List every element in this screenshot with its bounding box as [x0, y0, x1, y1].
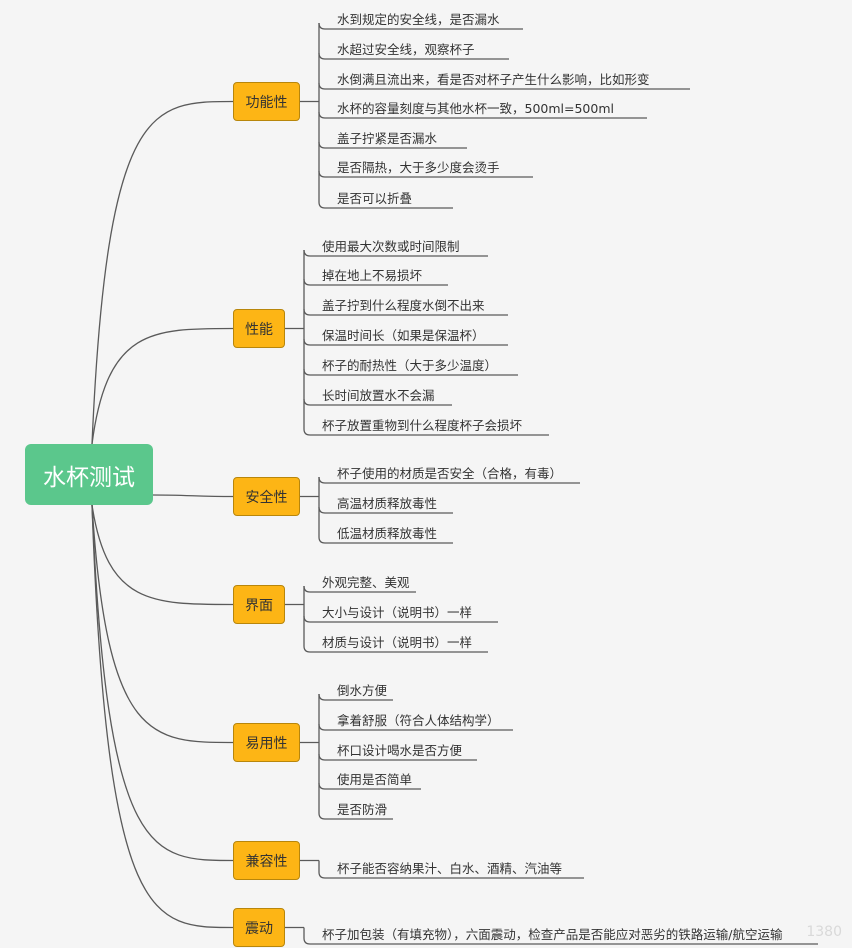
leaf-underline: [318, 170, 533, 178]
leaf-item[interactable]: 大小与设计（说明书）一样: [322, 605, 473, 620]
branch-node[interactable]: 界面: [233, 585, 285, 624]
leaf-item[interactable]: 是否隔热，大于多少度会烫手: [337, 160, 500, 175]
leaf-underline: [318, 753, 477, 761]
branch-node[interactable]: 安全性: [233, 477, 300, 516]
leaf-underline: [318, 506, 453, 514]
leaf-underline: [318, 723, 513, 731]
leaf-item[interactable]: 高温材质释放毒性: [337, 496, 438, 511]
branch-node[interactable]: 性能: [233, 309, 285, 348]
branch-node[interactable]: 功能性: [233, 82, 300, 121]
leaf-item[interactable]: 水到规定的安全线，是否漏水: [337, 12, 500, 27]
leaf-item[interactable]: 水超过安全线，观察杯子: [337, 42, 475, 57]
leaf-item[interactable]: 长时间放置水不会漏: [322, 388, 435, 403]
branch-node[interactable]: 易用性: [233, 723, 300, 762]
leaf-item[interactable]: 盖子拧到什么程度水倒不出来: [322, 298, 485, 313]
leaf-underline: [303, 615, 498, 623]
leaf-item[interactable]: 水倒满且流出来，看是否对杯子产生什么影响，比如形变: [337, 72, 650, 87]
leaf-item[interactable]: 保温时间长（如果是保温杯）: [322, 328, 485, 343]
leaf-underline: [318, 536, 453, 544]
root-branch-connector: [152, 494, 234, 498]
root-node[interactable]: 水杯测试: [25, 444, 153, 505]
leaf-item[interactable]: 水杯的容量刻度与其他水杯一致，500ml=500ml: [337, 101, 614, 116]
leaf-item[interactable]: 是否防滑: [337, 802, 388, 817]
leaf-underline: [303, 398, 452, 406]
leaf-underline: [303, 428, 549, 436]
leaf-item[interactable]: 杯子加包装（有填充物），六面震动，检查产品是否能应对恶劣的铁路运输/航空运输: [322, 927, 783, 942]
leaf-underline: [318, 82, 690, 90]
leaf-item[interactable]: 是否可以折叠: [337, 191, 413, 206]
leaf-underline: [303, 308, 508, 316]
root-branch-connector: [91, 100, 234, 445]
leaf-underline: [303, 338, 508, 346]
root-branch-connector: [91, 327, 234, 445]
leaf-underline: [318, 693, 393, 701]
leaf-item[interactable]: 外观完整、美观: [322, 575, 410, 590]
leaf-underline: [318, 22, 523, 30]
leaf-underline: [318, 141, 467, 149]
root-branch-connector: [91, 504, 234, 744]
leaf-underline: [303, 368, 518, 376]
leaf-item[interactable]: 使用是否简单: [337, 772, 413, 787]
leaf-item[interactable]: 杯子的耐热性（大于多少温度）: [322, 358, 498, 373]
branch-node[interactable]: 震动: [233, 908, 285, 947]
leaf-item[interactable]: 掉在地上不易损坏: [322, 268, 423, 283]
leaf-item[interactable]: 杯子能否容纳果汁、白水、酒精、汽油等: [337, 861, 563, 876]
branch-node[interactable]: 兼容性: [233, 841, 300, 880]
watermark: 1380: [806, 924, 842, 940]
leaf-item[interactable]: 盖子拧紧是否漏水: [337, 131, 438, 146]
leaf-underline: [318, 201, 453, 209]
leaf-item[interactable]: 倒水方便: [337, 683, 388, 698]
leaf-underline: [303, 249, 488, 257]
leaf-underline: [303, 645, 488, 653]
leaf-underline: [303, 278, 448, 286]
leaf-underline: [318, 476, 580, 484]
leaf-item[interactable]: 使用最大次数或时间限制: [322, 239, 460, 254]
leaf-underline: [318, 812, 393, 820]
root-branch-connector: [91, 504, 234, 862]
leaf-item[interactable]: 杯口设计喝水是否方便: [337, 743, 463, 758]
root-branch-connector: [91, 504, 234, 929]
root-branch-connector: [91, 504, 234, 606]
leaf-underline: [303, 937, 818, 945]
leaf-item[interactable]: 杯子放置重物到什么程度杯子会损坏: [322, 418, 523, 433]
leaf-underline: [303, 585, 416, 593]
leaf-item[interactable]: 拿着舒服（符合人体结构学）: [337, 713, 500, 728]
leaf-underline: [318, 782, 421, 790]
leaf-underline: [318, 111, 647, 119]
leaf-item[interactable]: 低温材质释放毒性: [337, 526, 438, 541]
leaf-item[interactable]: 材质与设计（说明书）一样: [322, 635, 473, 650]
leaf-underline: [318, 871, 584, 879]
leaf-underline: [318, 52, 509, 60]
leaf-item[interactable]: 杯子使用的材质是否安全（合格，有毒）: [337, 466, 563, 481]
